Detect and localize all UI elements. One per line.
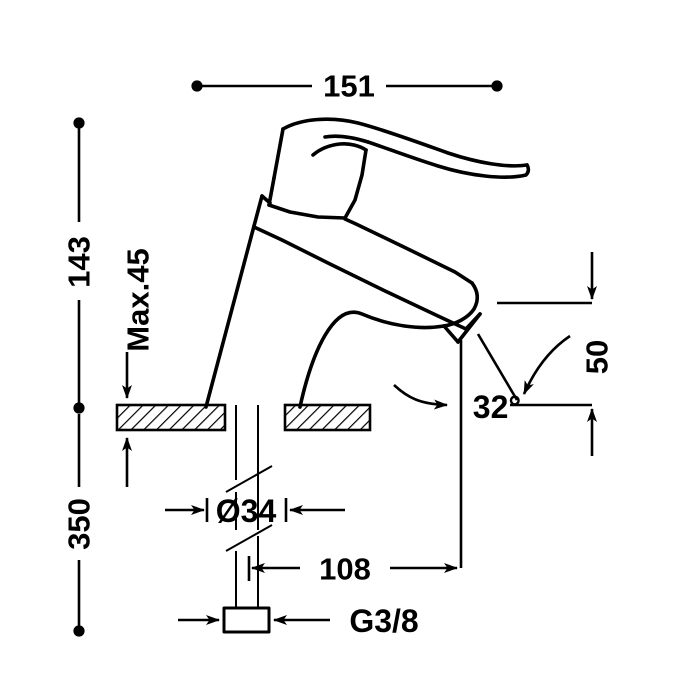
mixer-body — [204, 194, 474, 409]
dimension-max45: Max.45 — [121, 248, 156, 487]
mounting-shank — [222, 405, 273, 634]
counter-section-hatched — [115, 403, 372, 432]
dimension-151: 151 — [191, 69, 503, 104]
dimension-angle-32: 32° — [393, 333, 571, 568]
dimension-label-151: 151 — [323, 69, 375, 104]
dimension-diameter-34: Ø34 — [165, 493, 345, 529]
dimension-label-50: 50 — [580, 340, 615, 374]
spout — [252, 225, 482, 409]
lever-handle — [267, 117, 531, 220]
dimension-label-108: 108 — [319, 552, 371, 587]
dimension-vertical-left: 143 350 — [62, 117, 97, 637]
faucet-body-illustration — [204, 117, 531, 409]
dimension-label-diameter-34: Ø34 — [216, 493, 277, 529]
dimension-g38: G3/8 — [178, 603, 419, 639]
counter-plate-right — [283, 403, 372, 432]
counter-plate-left — [115, 403, 227, 432]
dimension-108: 108 — [247, 552, 458, 587]
dimension-label-g38: G3/8 — [349, 603, 418, 639]
dimension-label-max45: Max.45 — [121, 248, 156, 351]
g38-connector-box — [222, 606, 271, 634]
dimension-label-143: 143 — [62, 236, 97, 288]
dimension-50: 50 — [497, 252, 615, 456]
dimension-label-angle-32: 32° — [473, 389, 521, 425]
dimension-label-350: 350 — [62, 498, 97, 550]
